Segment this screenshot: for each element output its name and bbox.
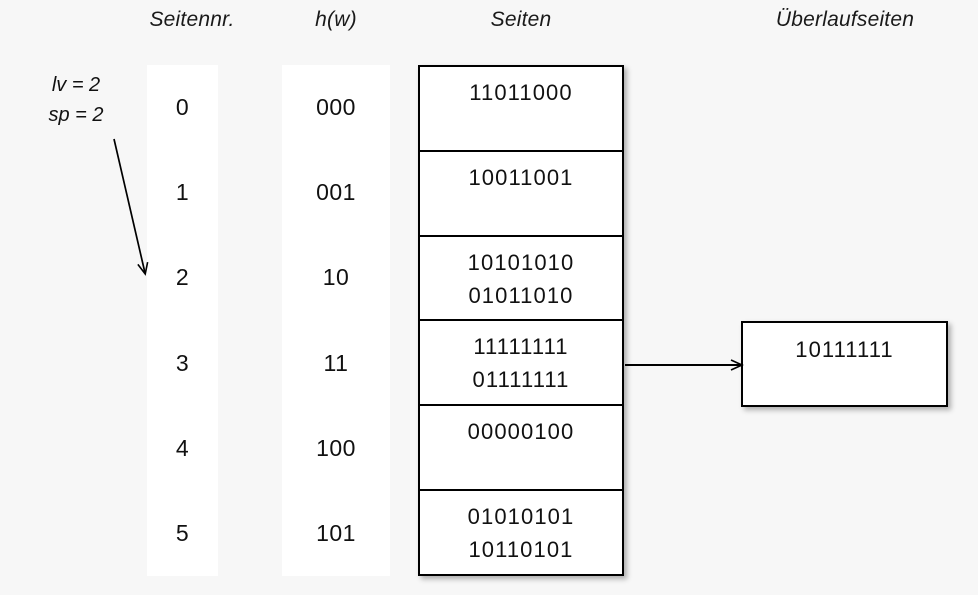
column-header-pages: Seiten bbox=[490, 8, 552, 31]
overflow-page-entry: 10111111 bbox=[795, 337, 894, 362]
page-bucket: 00000100 bbox=[420, 406, 622, 492]
page-number-cell: 5 bbox=[175, 519, 190, 546]
page-entry: 00000100 bbox=[467, 419, 575, 445]
hash-value-cell: 10 bbox=[322, 264, 350, 291]
page-number-cell: 1 bbox=[175, 179, 190, 206]
page-entry: 01010101 bbox=[467, 504, 575, 530]
hash-value-cell: 11 bbox=[323, 349, 349, 376]
hash-value-column: 000 001 10 11 100 101 bbox=[282, 65, 390, 576]
page-entry: 01111111 bbox=[472, 367, 570, 393]
page-entry: 10110101 bbox=[468, 537, 574, 563]
page-entry: 10101010 bbox=[467, 249, 575, 275]
column-header-page-number: Seitennr. bbox=[149, 8, 235, 31]
hash-value-cell: 001 bbox=[316, 179, 356, 206]
page-entry: 01011010 bbox=[468, 282, 574, 308]
page-number-cell: 0 bbox=[175, 94, 190, 121]
page-bucket: 11011000 bbox=[420, 67, 622, 152]
page-bucket: 11111111 01111111 bbox=[420, 321, 622, 407]
hash-column-panel bbox=[282, 65, 390, 576]
hash-value-cell: 000 bbox=[316, 94, 356, 121]
hash-value-cell: 100 bbox=[316, 434, 356, 461]
overflow-page-box: 10111111 bbox=[741, 321, 948, 407]
page-bucket: 10101010 01011010 bbox=[420, 237, 622, 322]
hash-parameters: lv = 2 sp = 2 bbox=[18, 70, 134, 130]
parameter-sp: sp = 2 bbox=[48, 104, 104, 126]
column-header-hash-function: h(w) bbox=[315, 8, 357, 31]
page-number-column: 0 1 2 3 4 5 bbox=[147, 65, 218, 576]
split-pointer-arrow bbox=[113, 138, 149, 276]
page-entry: 10011001 bbox=[468, 164, 574, 190]
parameter-lv: lv = 2 bbox=[51, 74, 101, 96]
page-entry: 11111111 bbox=[473, 334, 569, 360]
page-bucket: 01010101 10110101 bbox=[420, 491, 622, 574]
column-header-overflow-pages: Überlaufseiten bbox=[775, 8, 915, 31]
page-number-cell: 2 bbox=[175, 264, 190, 291]
page-number-column-panel bbox=[147, 65, 218, 576]
pages-table: 11011000 10011001 10101010 01011010 1111… bbox=[418, 65, 624, 576]
page-number-cell: 3 bbox=[175, 349, 190, 376]
page-number-cell: 4 bbox=[175, 434, 190, 461]
hash-value-cell: 101 bbox=[316, 519, 356, 546]
page-bucket: 10011001 bbox=[420, 152, 622, 237]
page-entry: 11011000 bbox=[469, 80, 573, 105]
